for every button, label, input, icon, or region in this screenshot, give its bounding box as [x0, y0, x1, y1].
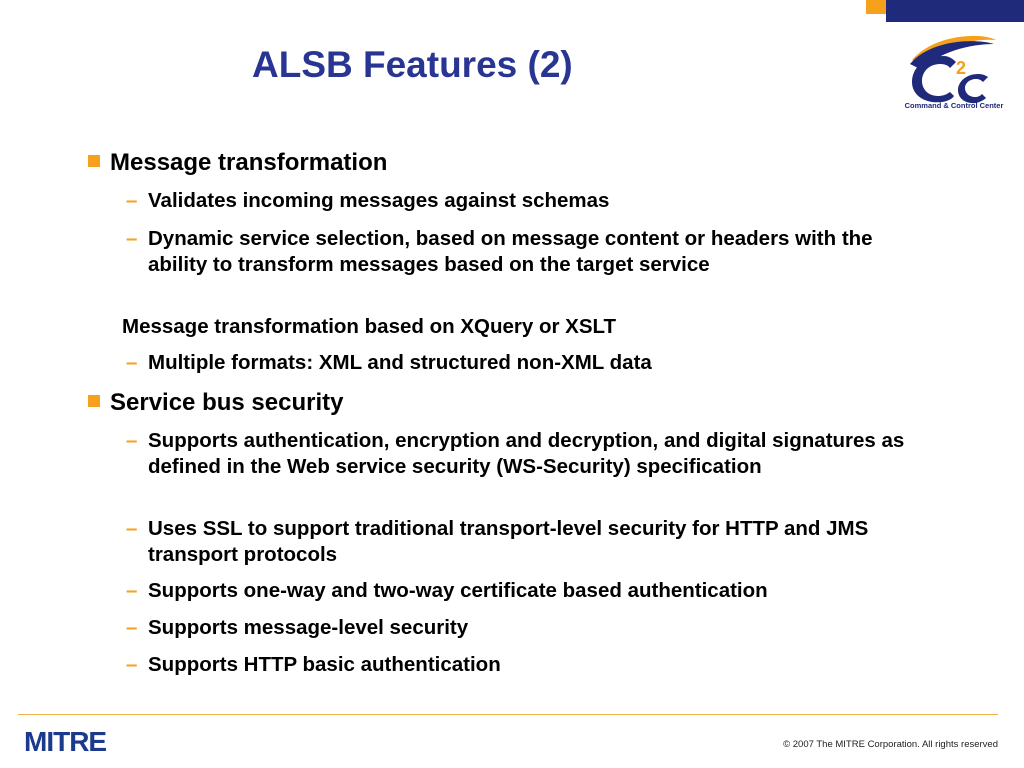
sub-bullet: – Uses SSL to support traditional transp…: [126, 516, 888, 567]
sub-bullet-text: Multiple formats: XML and structured non…: [148, 351, 652, 374]
sub-bullet: – Supports message-level security: [126, 615, 948, 641]
bullet-heading-text: Message transformation: [110, 149, 388, 176]
copyright-notice: © 2007 The MITRE Corporation. All rights…: [783, 739, 998, 750]
sub-bullet: – Validates incoming messages against sc…: [126, 188, 948, 214]
dash-bullet-icon: –: [126, 579, 138, 602]
corner-accent-orange: [866, 0, 886, 14]
bullet-heading-service-bus-security: Service bus security: [88, 389, 344, 417]
sub-bullet: – Supports authentication, encryption an…: [126, 428, 938, 479]
dash-bullet-icon: –: [126, 351, 138, 374]
sub-bullet: – Supports one-way and two-way certifica…: [126, 578, 948, 604]
sub-bullet-text: Validates incoming messages against sche…: [148, 189, 610, 212]
sub-bullet-text: Supports message-level security: [148, 616, 469, 639]
plain-line: Message transformation based on XQuery o…: [122, 315, 617, 338]
c2c-logo: 2: [910, 35, 996, 104]
footer-divider: [18, 714, 998, 715]
corner-accent-navy: [886, 0, 1024, 22]
dash-bullet-icon: –: [126, 517, 138, 540]
square-bullet-icon: [88, 155, 100, 167]
sub-bullet: – Dynamic service selection, based on me…: [126, 226, 908, 277]
sub-bullet-text: Dynamic service selection, based on mess…: [148, 227, 873, 276]
bullet-heading-message-transformation: Message transformation: [88, 149, 388, 177]
bullet-heading-text: Service bus security: [110, 389, 344, 416]
dash-bullet-icon: –: [126, 429, 138, 452]
dash-bullet-icon: –: [126, 189, 138, 212]
sub-bullet-text: Supports one-way and two-way certificate…: [148, 579, 768, 602]
sub-bullet-text: Uses SSL to support traditional transpor…: [148, 517, 869, 566]
mitre-logo: MITRE: [24, 726, 107, 757]
slide-title: ALSB Features (2): [252, 44, 573, 85]
dash-bullet-icon: –: [126, 227, 138, 250]
logo-caption: Command & Control Center: [904, 101, 1004, 110]
sub-bullet-text: Supports authentication, encryption and …: [148, 429, 905, 478]
dash-bullet-icon: –: [126, 616, 138, 639]
sub-bullet: – Multiple formats: XML and structured n…: [126, 350, 948, 376]
svg-text:2: 2: [956, 58, 966, 78]
sub-bullet: – Supports HTTP basic authentication: [126, 652, 948, 678]
square-bullet-icon: [88, 395, 100, 407]
dash-bullet-icon: –: [126, 653, 138, 676]
sub-bullet-text: Supports HTTP basic authentication: [148, 653, 501, 676]
